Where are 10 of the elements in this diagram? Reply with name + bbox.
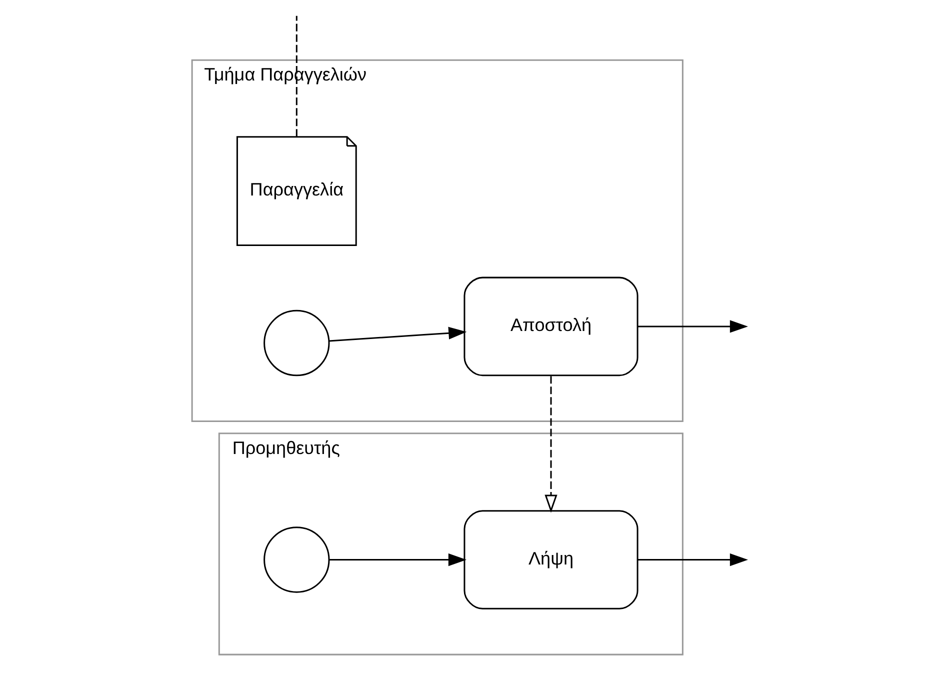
node-circle xyxy=(264,310,330,376)
node-box: Αποστολή xyxy=(464,276,638,376)
arrow xyxy=(328,326,467,342)
arrow xyxy=(544,376,558,513)
node-box: Λήψη xyxy=(464,510,638,610)
connector xyxy=(296,16,298,137)
arrow xyxy=(638,320,748,333)
arrow xyxy=(329,553,466,566)
node-circle xyxy=(264,526,330,593)
arrow xyxy=(638,553,748,566)
